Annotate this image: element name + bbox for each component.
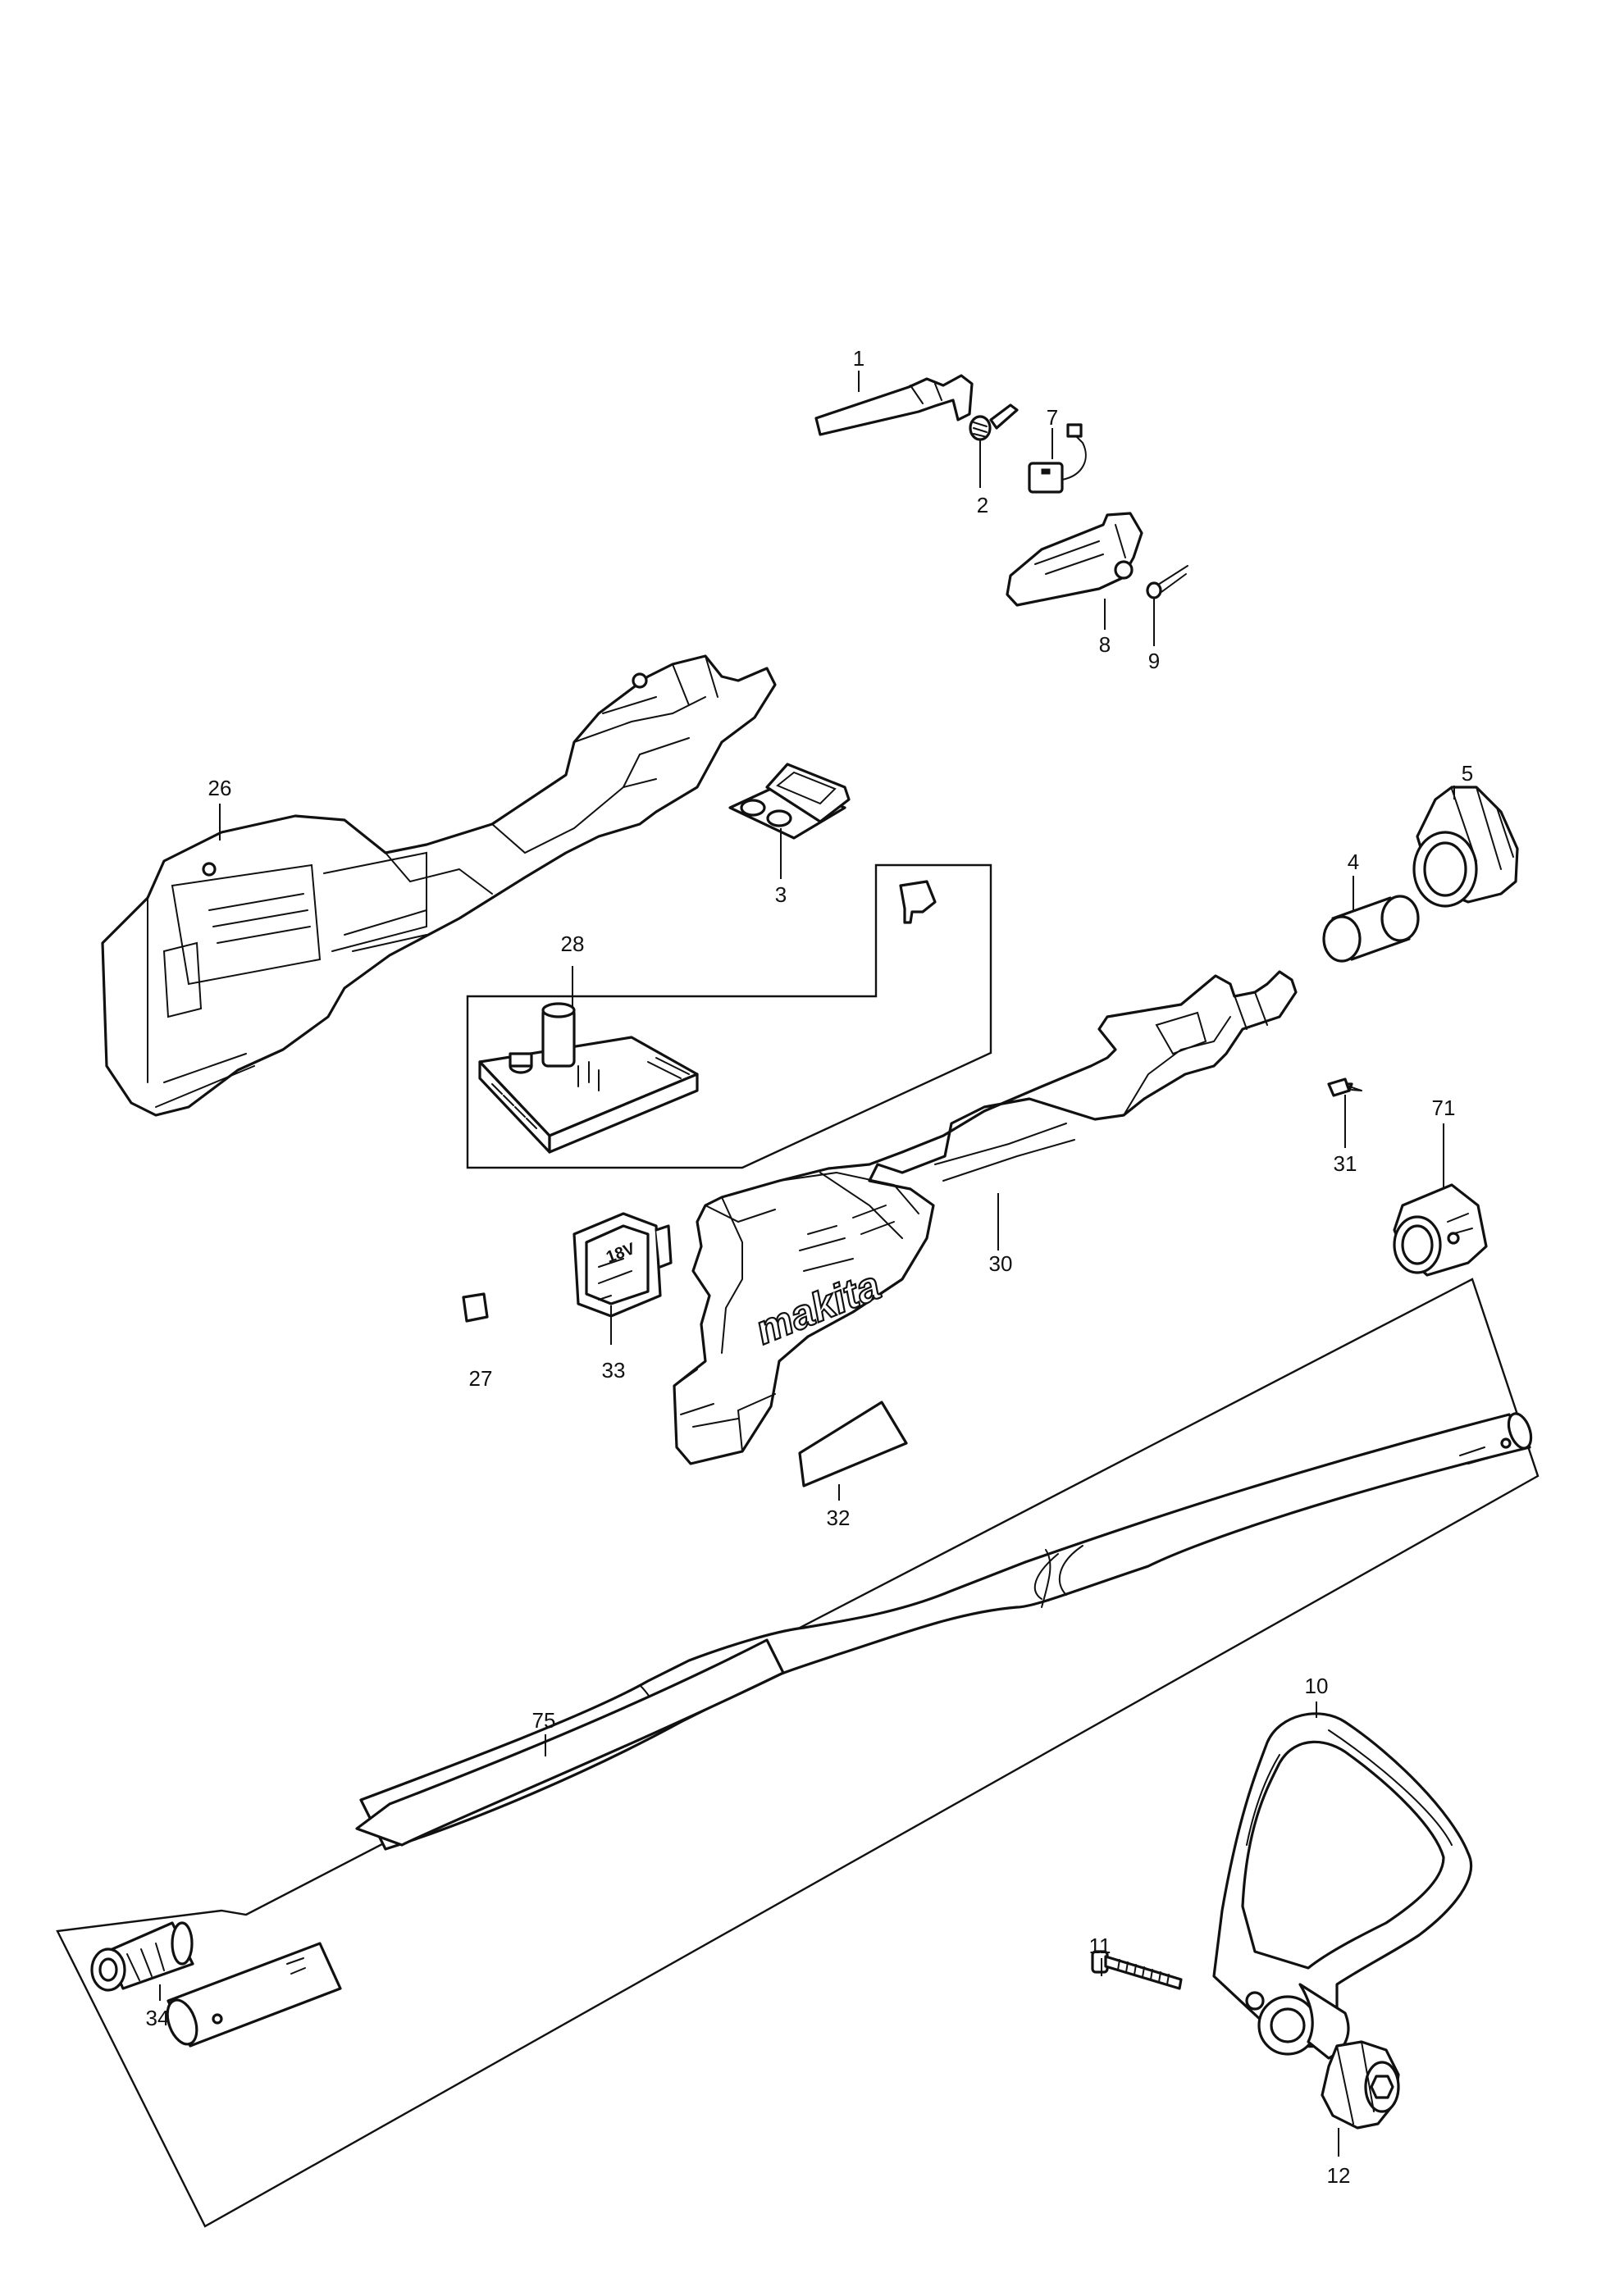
callout-26: 26 bbox=[208, 776, 232, 800]
callout-7: 7 bbox=[1047, 405, 1058, 430]
callout-11: 11 bbox=[1089, 1934, 1111, 1958]
callout-9: 9 bbox=[1148, 649, 1160, 673]
long-bolt-part bbox=[1091, 1950, 1183, 1990]
callout-2: 2 bbox=[977, 493, 988, 517]
handle-knob-part bbox=[1321, 2040, 1400, 2130]
callout-labels: 1 2 7 8 9 26 3 5 4 28 31 71 30 27 33 32 … bbox=[146, 346, 1474, 2188]
lever-spring-part bbox=[969, 403, 1019, 441]
callout-27: 27 bbox=[469, 1366, 493, 1391]
battery-terminal-part: 18V bbox=[573, 1212, 673, 1318]
callout-30: 30 bbox=[989, 1251, 1013, 1276]
collar-clamp-part bbox=[1393, 1183, 1488, 1277]
callout-31: 31 bbox=[1334, 1151, 1357, 1176]
callout-1: 1 bbox=[853, 346, 864, 371]
name-plate-part bbox=[798, 1401, 908, 1487]
lock-knob-part bbox=[1412, 786, 1519, 908]
loop-handle-part bbox=[1212, 1712, 1473, 2060]
callout-33: 33 bbox=[602, 1358, 626, 1383]
left-housing-part bbox=[101, 654, 777, 1117]
switch-seal-part bbox=[728, 763, 851, 840]
callout-75: 75 bbox=[532, 1708, 556, 1733]
callout-8: 8 bbox=[1099, 632, 1111, 657]
sleeve-part bbox=[1322, 895, 1420, 963]
callout-3: 3 bbox=[775, 882, 787, 907]
pcb-group-frame bbox=[466, 863, 992, 1169]
lock-off-lever-part bbox=[814, 374, 974, 436]
torsion-spring-part bbox=[1146, 565, 1188, 599]
callout-32: 32 bbox=[827, 1506, 851, 1530]
callout-4: 4 bbox=[1348, 850, 1359, 874]
shaft-group-frame bbox=[56, 1278, 1540, 2228]
end-cap-part bbox=[90, 1921, 194, 1992]
controller-pcb-part bbox=[478, 1002, 699, 1154]
micro-switch-part bbox=[1028, 423, 1087, 494]
callout-10: 10 bbox=[1305, 1674, 1329, 1698]
leader-lines bbox=[159, 371, 1455, 2157]
shaft-pipe-part bbox=[166, 1412, 1533, 2048]
switch-lever-part bbox=[1006, 512, 1143, 607]
callout-5: 5 bbox=[1462, 761, 1473, 786]
right-housing-part: makita bbox=[673, 970, 1298, 1465]
small-label-part bbox=[462, 1292, 489, 1323]
callout-34: 34 bbox=[146, 2006, 170, 2030]
callout-12: 12 bbox=[1327, 2163, 1351, 2188]
callout-71: 71 bbox=[1432, 1096, 1456, 1120]
retainer-clip-part bbox=[899, 880, 937, 924]
callout-28: 28 bbox=[561, 932, 585, 956]
screw-part bbox=[1327, 1077, 1362, 1097]
